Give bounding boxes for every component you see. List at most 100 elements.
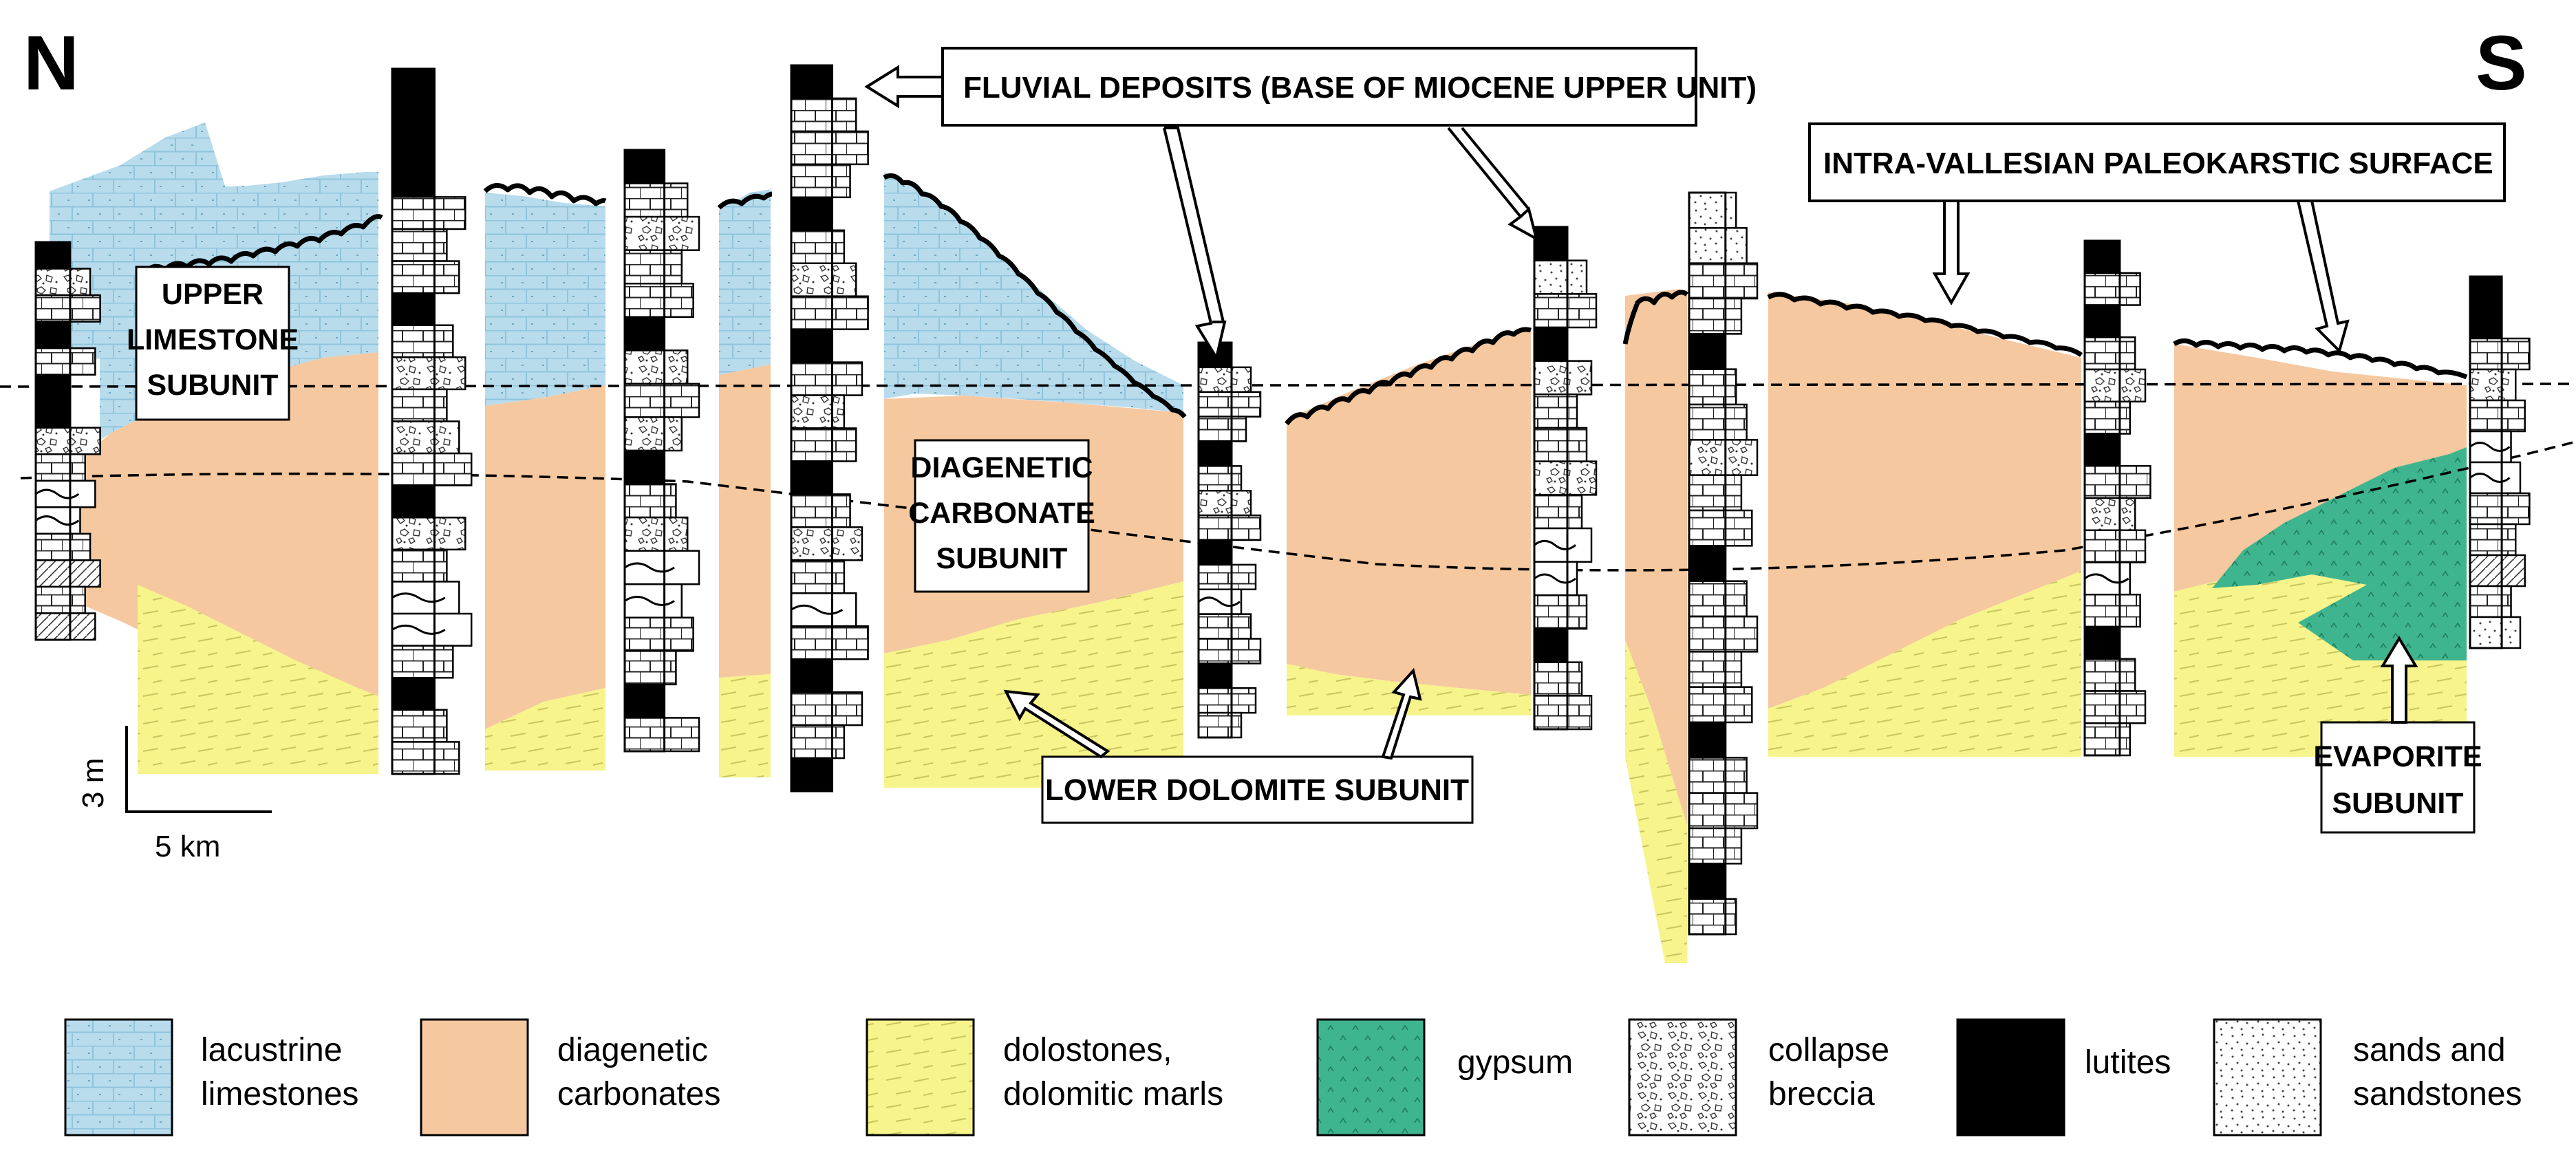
column-layer bbox=[391, 228, 448, 262]
column-8 bbox=[2083, 239, 2151, 757]
column-outline bbox=[391, 67, 436, 775]
upper-limestone-line-2: LIMESTONE bbox=[127, 323, 299, 356]
column-layer bbox=[790, 64, 833, 100]
legend-label-sands-1: sands and bbox=[2353, 1032, 2506, 1068]
column-layer bbox=[623, 349, 689, 385]
column-layer bbox=[1197, 711, 1243, 739]
column-layer bbox=[790, 493, 851, 528]
column-layer bbox=[623, 516, 689, 552]
column-layer bbox=[2469, 492, 2531, 526]
diagenetic-body-1 bbox=[50, 352, 378, 726]
dolomite-body-4 bbox=[884, 581, 1183, 788]
column-layer bbox=[1688, 509, 1753, 547]
column-layer bbox=[790, 625, 869, 660]
column-layer bbox=[2083, 690, 2147, 724]
column-layer bbox=[1533, 259, 1588, 295]
column-layer bbox=[391, 356, 466, 391]
column-9 bbox=[2469, 275, 2531, 649]
horizontal-scale-label: 5 km bbox=[155, 830, 220, 863]
column-layer bbox=[790, 262, 857, 297]
column-4 bbox=[790, 64, 869, 793]
legend-swatch-lutite bbox=[1956, 1018, 2065, 1136]
column-layer bbox=[790, 724, 846, 759]
column-layer bbox=[2083, 272, 2141, 306]
column-wavy-bed bbox=[2469, 442, 2511, 452]
column-layer bbox=[2469, 368, 2517, 402]
column-layer bbox=[2083, 625, 2121, 660]
column-layer bbox=[391, 196, 466, 230]
column-layer bbox=[1533, 594, 1588, 630]
column-layer bbox=[391, 645, 454, 679]
column-layer bbox=[2083, 594, 2141, 628]
column-layer bbox=[623, 650, 677, 686]
column-layer bbox=[391, 131, 436, 166]
column-layer bbox=[34, 559, 101, 588]
upper-limestone-line-1: UPPER bbox=[162, 278, 264, 311]
column-layer bbox=[1197, 391, 1262, 418]
column-layer bbox=[1533, 460, 1598, 496]
column-wavy-bed bbox=[2469, 473, 2511, 483]
column-layer bbox=[391, 292, 436, 326]
column-layer bbox=[34, 453, 87, 482]
column-layer bbox=[1688, 827, 1743, 865]
diagenetic-body-7 bbox=[1768, 292, 2081, 709]
column-layer bbox=[391, 741, 460, 775]
column-layer bbox=[1533, 394, 1578, 429]
column-layer bbox=[34, 241, 72, 270]
column-layer bbox=[623, 550, 700, 585]
paleokarst-text: INTRA-VALLESIAN PALEOKARSTIC SURFACE bbox=[1823, 147, 2493, 180]
column-layer bbox=[790, 394, 846, 429]
column-layer bbox=[1688, 686, 1753, 724]
column-layer bbox=[391, 517, 466, 551]
column-layer bbox=[1688, 333, 1727, 370]
column-layer bbox=[790, 757, 833, 793]
dolomite-body-3 bbox=[719, 674, 771, 777]
column-layer bbox=[1197, 514, 1262, 541]
column-layer bbox=[790, 295, 869, 330]
column-layer bbox=[1197, 687, 1257, 714]
column-layer bbox=[2469, 616, 2522, 649]
column-wavy-bed bbox=[624, 562, 675, 573]
column-layer bbox=[1533, 494, 1583, 530]
column-layer bbox=[34, 374, 72, 402]
column-layer bbox=[391, 420, 460, 455]
column-wavy-bed bbox=[1198, 596, 1241, 607]
legend-label-lacustrine-2: limestones bbox=[201, 1076, 358, 1112]
legend-label-dolomite-2: dolomitic marls bbox=[1003, 1076, 1223, 1112]
column-layer bbox=[1688, 474, 1743, 512]
column-layer bbox=[2469, 337, 2531, 371]
column-wavy-bed bbox=[1534, 539, 1576, 550]
column-layer bbox=[790, 328, 833, 363]
column-layer bbox=[2083, 336, 2136, 371]
column-layer bbox=[34, 400, 72, 429]
column-layer bbox=[1533, 293, 1598, 329]
legend-swatch-breccia bbox=[1628, 1018, 1737, 1136]
column-layer bbox=[623, 282, 694, 319]
lacustrine-body-5 bbox=[884, 172, 1183, 413]
stratigraphic-columns bbox=[34, 64, 2531, 936]
column-layer bbox=[790, 229, 846, 264]
column-layer bbox=[1688, 651, 1743, 688]
legend-item-gypsum: gypsum bbox=[1316, 1018, 1573, 1136]
evaporite-line-2: SUBUNIT bbox=[2332, 787, 2463, 820]
diagenetic-body-5 bbox=[1287, 330, 1531, 695]
column-layer bbox=[1688, 898, 1737, 936]
column-layer bbox=[34, 585, 87, 614]
diagenetic-body-2 bbox=[485, 385, 605, 729]
column-layer bbox=[1197, 465, 1243, 492]
diagenetic-body-3 bbox=[719, 365, 771, 678]
column-layer bbox=[391, 612, 473, 647]
column-layer bbox=[2083, 433, 2121, 467]
column-layer bbox=[391, 260, 460, 294]
column-layer bbox=[1533, 627, 1569, 663]
column-layer bbox=[1688, 439, 1759, 476]
